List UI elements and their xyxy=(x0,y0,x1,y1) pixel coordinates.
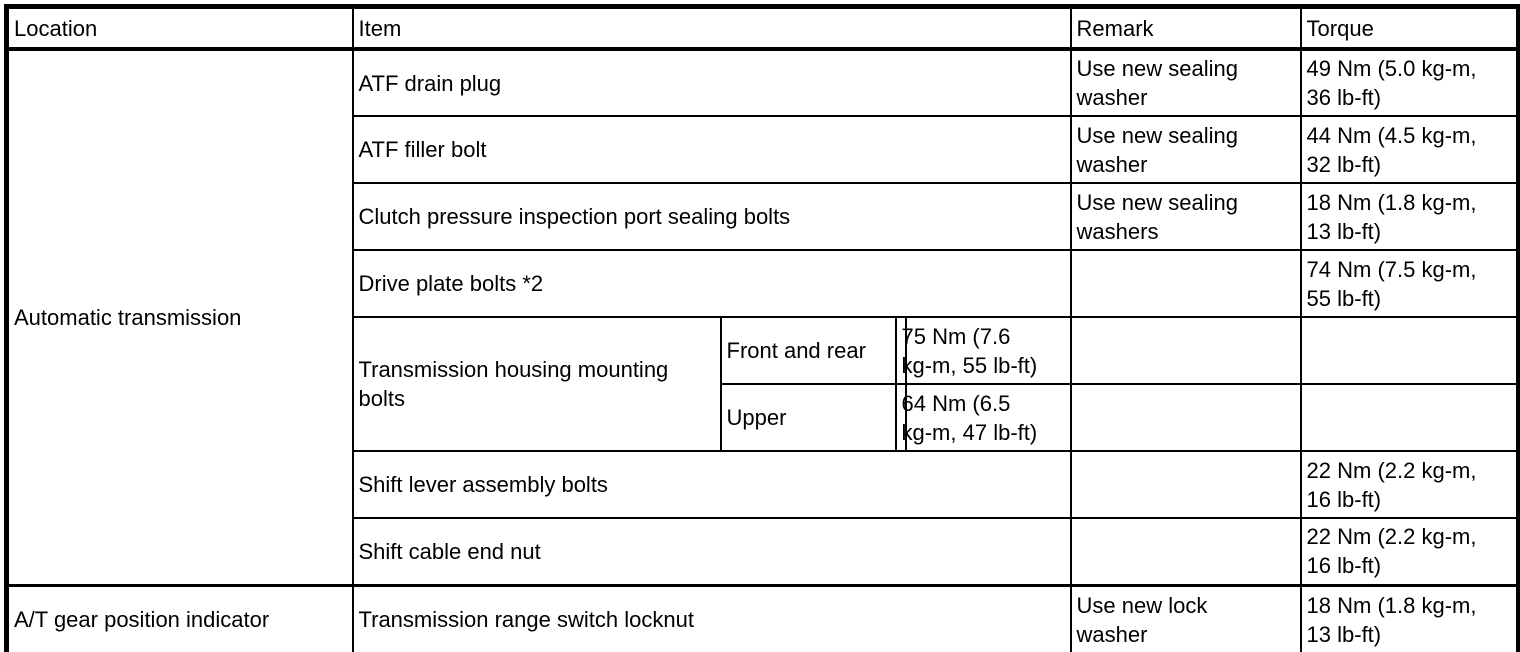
table-row: Clutch pressure inspection port sealing … xyxy=(7,182,1520,251)
item-cell: Drive plate bolts *2 xyxy=(351,249,1072,318)
torque-cell: 22 Nm (2.2 kg-m, 16 lb-ft) xyxy=(1299,450,1520,519)
header-remark: Remark xyxy=(1069,5,1302,51)
torque-cell: 18 Nm (1.8 kg-m, 13 lb-ft) xyxy=(1299,182,1520,251)
item-cell: ATF filler bolt xyxy=(351,115,1072,184)
header-location: Location xyxy=(5,5,354,51)
remark-cell xyxy=(1069,249,1302,318)
torque-cell: 18 Nm (1.8 kg-m, 13 lb-ft) xyxy=(1299,583,1520,652)
header-item: Item xyxy=(351,5,1072,51)
item-cell: Clutch pressure inspection port sealing … xyxy=(351,182,1072,251)
item-cell: Shift cable end nut xyxy=(351,517,1072,586)
header-torque: Torque xyxy=(1299,5,1520,51)
table-row: Drive plate bolts *2 74 Nm (7.5 kg-m, 55… xyxy=(7,249,1520,318)
location-cell: A/T gear position indicator xyxy=(5,583,354,652)
sub-item-value-cell: 75 Nm (7.6 kg-m, 55 lb-ft) xyxy=(894,316,1072,385)
remark-cell: Use new sealing washer xyxy=(1069,48,1302,117)
sub-item-label-cell: Upper xyxy=(719,383,897,452)
torque-cell: 44 Nm (4.5 kg-m, 32 lb-ft) xyxy=(1299,115,1520,184)
table-row: Shift lever assembly bolts 22 Nm (2.2 kg… xyxy=(7,450,1520,519)
torque-spec-table: Location Item Remark Torque Automatic tr… xyxy=(4,4,1520,652)
table-row: A/T gear position indicator Transmission… xyxy=(5,583,1520,652)
table-row: Shift cable end nut 22 Nm (2.2 kg-m, 16 … xyxy=(7,517,1520,586)
table-row: Automatic transmission ATF drain plug Us… xyxy=(5,48,1520,586)
remark-cell xyxy=(1069,450,1302,519)
remark-cell: Use new lock washer xyxy=(1069,583,1302,652)
remark-cell xyxy=(1069,517,1302,586)
remark-cell xyxy=(1069,316,1302,385)
remark-cell: Use new sealing washers xyxy=(1069,182,1302,251)
table-row: ATF filler bolt Use new sealing washer 4… xyxy=(7,115,1520,184)
torque-cell xyxy=(1299,383,1520,452)
torque-cell: 49 Nm (5.0 kg-m, 36 lb-ft) xyxy=(1299,48,1520,117)
item-cell: Transmission housing mounting bolts xyxy=(351,316,722,452)
torque-cell: 74 Nm (7.5 kg-m, 55 lb-ft) xyxy=(1299,249,1520,318)
sub-item-label-cell: Front and rear xyxy=(719,316,897,385)
item-cell: ATF drain plug xyxy=(351,48,1072,117)
location-cell: Automatic transmission xyxy=(5,48,354,586)
item-cell: Shift lever assembly bolts xyxy=(351,450,1072,519)
table-row: Upper 64 Nm (6.5 kg-m, 47 lb-ft) xyxy=(7,383,1520,452)
header-row: Location Item Remark Torque xyxy=(5,5,1520,51)
table-row: Transmission housing mounting bolts Fron… xyxy=(7,316,1520,452)
torque-cell: 22 Nm (2.2 kg-m, 16 lb-ft) xyxy=(1299,517,1520,586)
torque-cell xyxy=(1299,316,1520,385)
sub-item-value-cell: 64 Nm (6.5 kg-m, 47 lb-ft) xyxy=(894,383,1072,452)
remark-cell: Use new sealing washer xyxy=(1069,115,1302,184)
item-cell: Transmission range switch locknut xyxy=(351,583,1072,652)
remark-cell xyxy=(1069,383,1302,452)
